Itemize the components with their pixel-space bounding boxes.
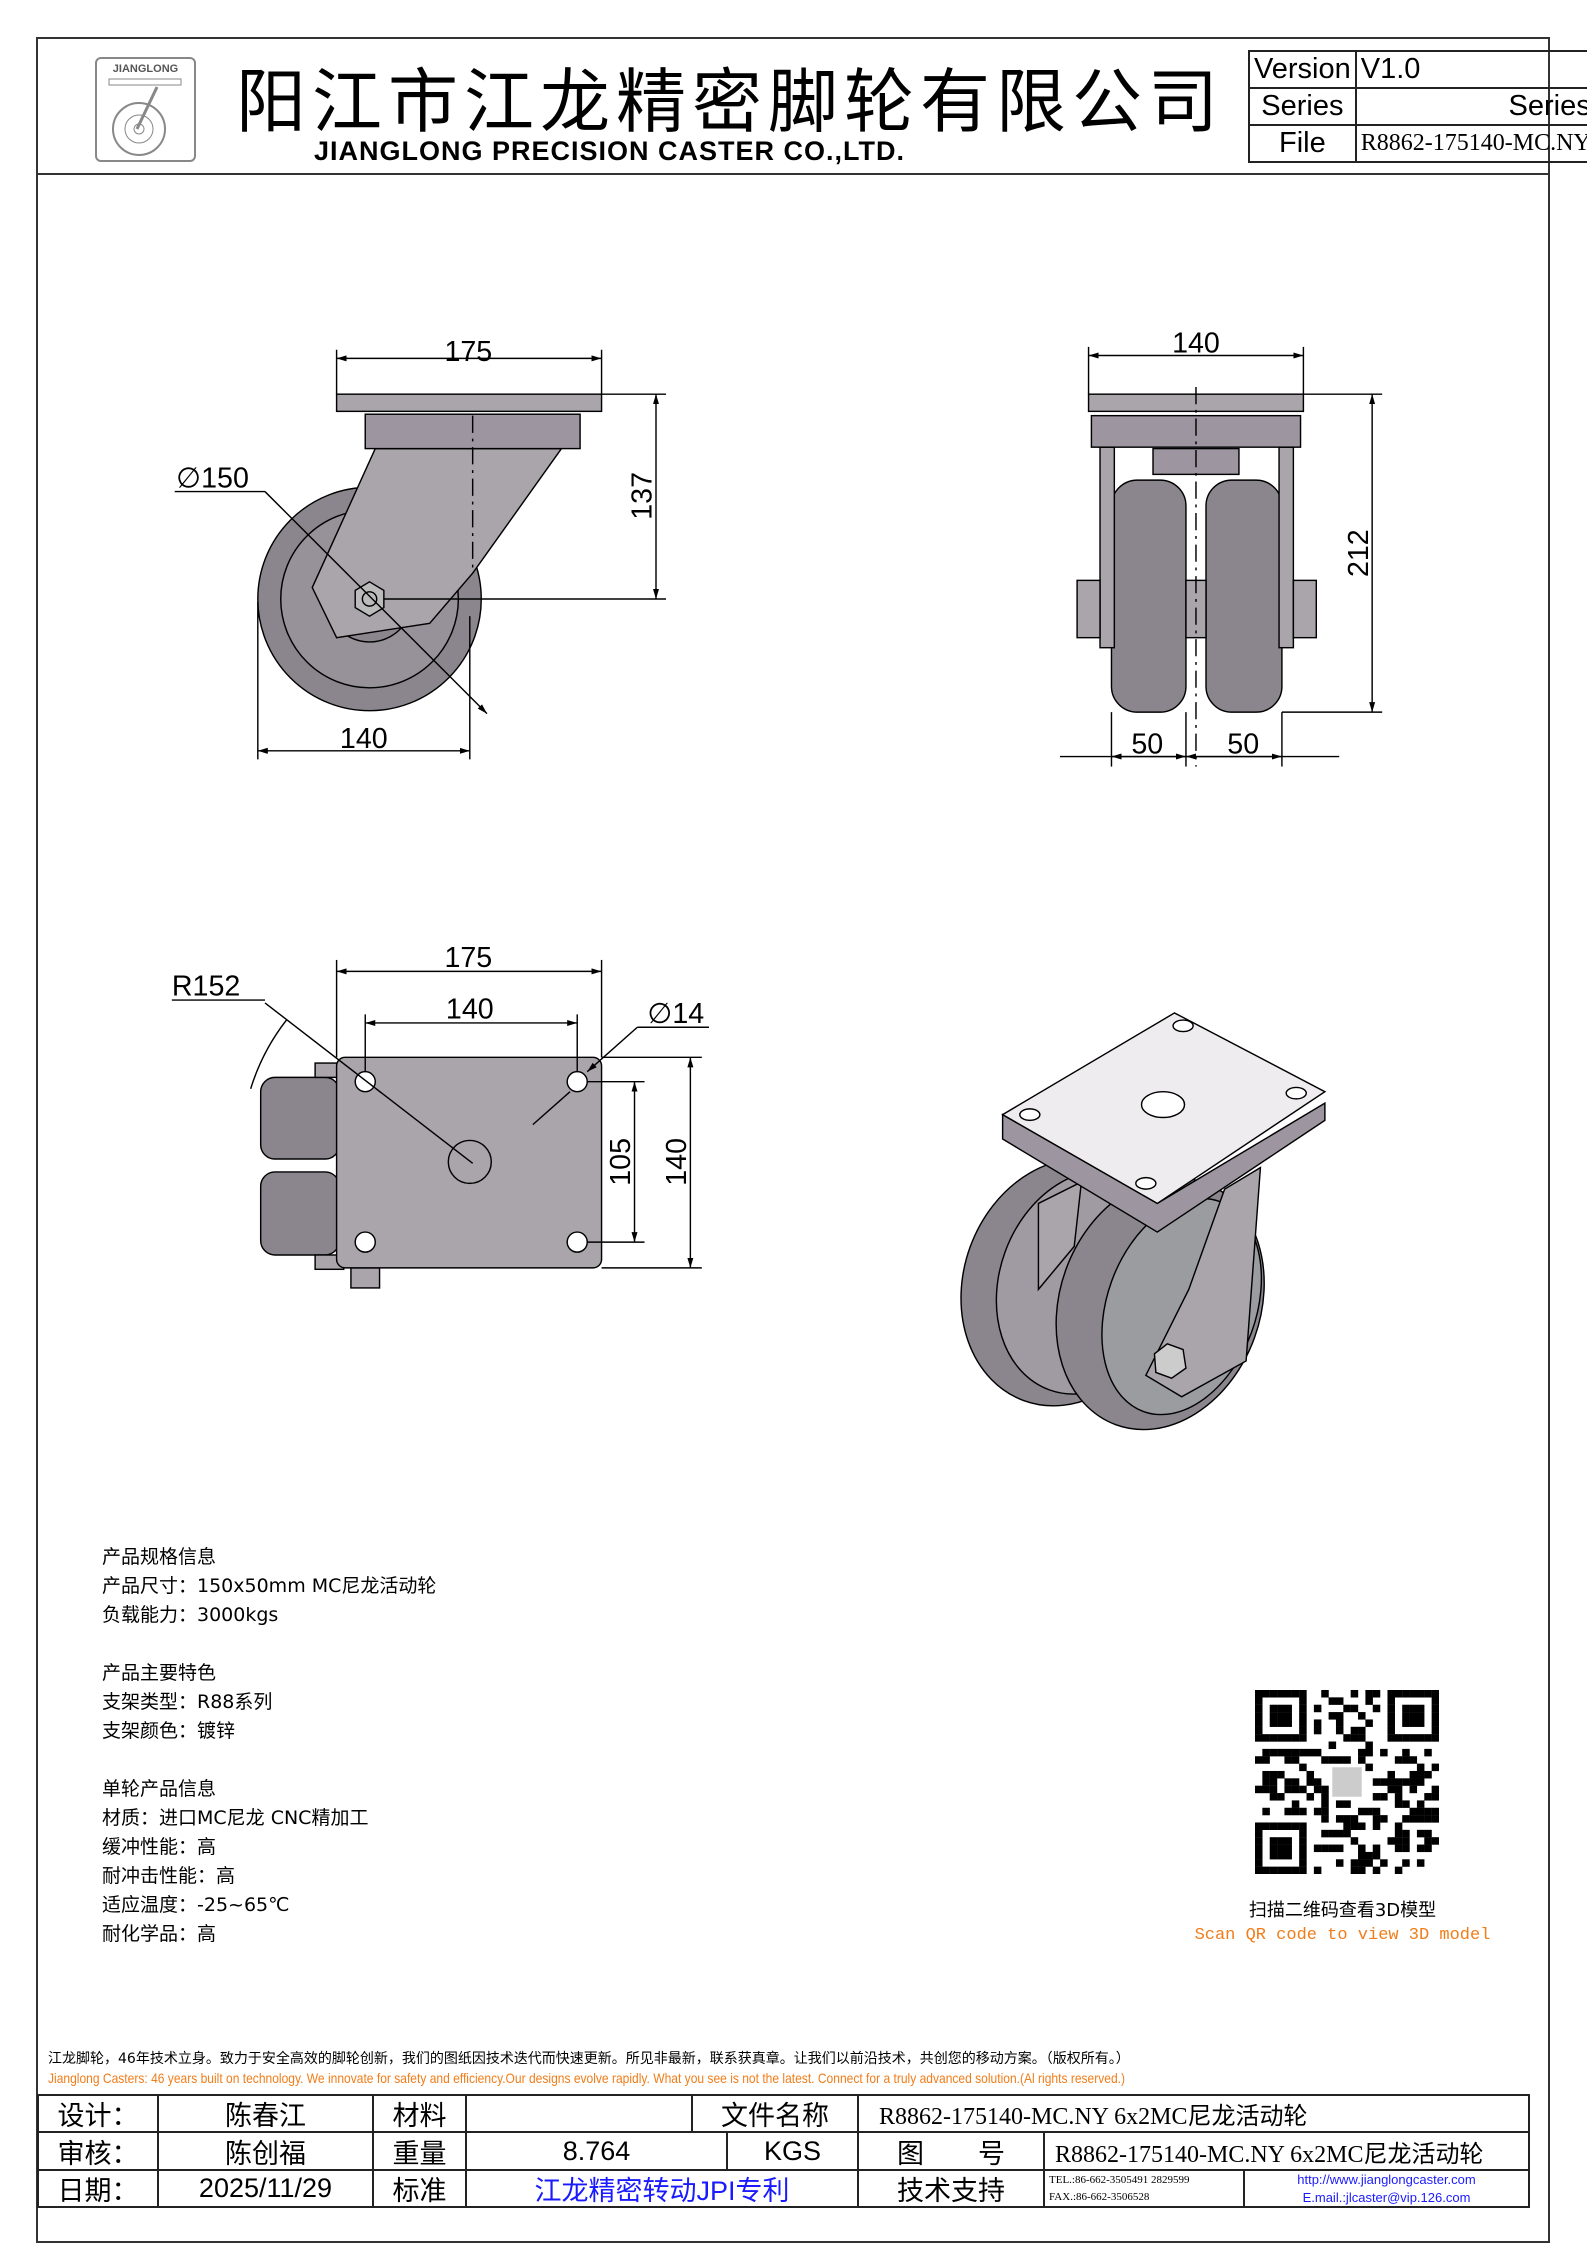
series-label: Series [1248,87,1357,126]
standard-value: 江龙精密转动JPI专利 [465,2169,859,2208]
design-label: 设计： [37,2094,159,2133]
designer-name: 陈春江 [157,2094,374,2133]
isometric-view [960,1012,1327,1431]
spec-group-title: 产品规格信息 [102,1546,217,1568]
support-label: 技术支持 [857,2169,1045,2208]
qr-code[interactable] [1255,1690,1439,1874]
material-label: 材料 [372,2094,467,2133]
dim-top-hole-diameter: ∅14 [647,998,704,1030]
filename-value: R8862-175140-MC.NY 6x2MC尼龙活动轮 [857,2094,1530,2133]
date-label: 日期： [37,2169,159,2208]
footer-notice-en: Jianglong Casters: 46 years built on tec… [48,2070,1126,2086]
dim-side-diameter: ∅150 [176,462,249,494]
dim-top-radius: R152 [172,971,240,1003]
company-name-en: JIANGLONG PRECISION CASTER CO.,LTD. [314,136,906,166]
qr-caption-cn: 扫描二维码查看3D模型 [1248,1900,1437,1921]
wheel-front-right [1205,479,1283,713]
axle-nut-icon [354,580,385,618]
fork-side [311,447,563,639]
review-label: 审核： [37,2131,159,2171]
spec-group-size: 产品规格信息 产品尺寸：150x50mm MC尼龙活动轮 负载能力：3000kg… [102,1543,436,1630]
header-divider [36,173,1550,175]
spec-group-features: 产品主要特色 支架类型：R88系列 支架颜色：镀锌 [102,1659,436,1746]
spec-line: 材质：进口MC尼龙 CNC精加工 [102,1807,369,1829]
qr-caption-en: Scan QR code to view 3D model [1194,1926,1491,1945]
top-view [171,959,709,1289]
file-value: R8862-175140-MC.NY [1354,124,1587,163]
company-logo: JIANGLONG [95,57,196,162]
dim-front-wheel-1: 50 [1131,729,1163,761]
standard-label: 标准 [372,2169,467,2208]
dim-front-width: 140 [1172,328,1220,360]
weight-label: 重量 [372,2131,467,2171]
dim-top-vertical-2: 140 [661,1138,693,1186]
drawing-number-value: R8862-175140-MC.NY 6x2MC尼龙活动轮 [1043,2131,1530,2171]
dim-side-height: 137 [627,472,659,520]
dim-front-wheel-2: 50 [1227,729,1259,761]
caster-logo-icon [108,78,182,156]
material-value [465,2094,693,2133]
iso-axle-nut-icon [1153,1342,1187,1379]
spec-line: 适应温度：-25~65℃ [102,1894,290,1916]
spec-line: 负载能力：3000kgs [102,1604,279,1626]
spec-line: 耐冲击性能：高 [102,1865,236,1887]
tel: TEL.:86-662-3505491 2829599 [1049,2173,1190,2186]
version-value: V1.0 [1354,50,1587,89]
version-label: Version [1248,50,1357,89]
dim-top-width: 175 [444,942,492,974]
email-link[interactable]: E.mail.:jlcaster@vip.126.com [1302,2189,1471,2205]
dim-front-height: 212 [1343,529,1375,577]
drawing-number-label: 图 号 [857,2131,1045,2171]
date-value: 2025/11/29 [157,2169,374,2208]
spec-line: 产品尺寸：150x50mm MC尼龙活动轮 [102,1575,437,1597]
contact-phone: TEL.:86-662-3505491 2829599 FAX.:86-662-… [1043,2169,1245,2208]
file-label: File [1248,124,1357,163]
logo-text: JIANGLONG [112,63,179,75]
dim-side-width: 175 [444,336,492,368]
top-plate-side [335,393,603,413]
spec-line: 缓冲性能：高 [102,1836,217,1858]
product-specs: 产品规格信息 产品尺寸：150x50mm MC尼龙活动轮 负载能力：3000kg… [102,1543,436,1978]
qr-center-image [1332,1767,1362,1797]
drawing-frame [36,37,1550,2243]
spec-line: 耐化学品：高 [102,1923,217,1945]
wheel-front-left [1110,479,1187,713]
dim-top-vertical-1: 105 [605,1138,637,1186]
dim-top-hole-span: 140 [446,994,494,1026]
side-view [174,349,667,760]
front-view [1059,346,1383,767]
spec-line: 支架颜色：镀锌 [102,1720,236,1742]
spec-line: 支架类型：R88系列 [102,1691,273,1713]
series-value: Series [1354,87,1587,126]
contact-web: http://www.jianglongcaster.com E.mail.:j… [1243,2169,1530,2208]
weight-unit: KGS [726,2131,859,2171]
spec-group-wheel: 单轮产品信息 材质：进口MC尼龙 CNC精加工 缓冲性能：高 耐冲击性能：高 适… [102,1775,436,1949]
filename-label: 文件名称 [691,2094,859,2133]
dim-side-base: 140 [340,723,388,755]
weight-value: 8.764 [465,2131,728,2171]
company-name-cn: 阳江市江龙精密脚轮有限公司 [236,61,1224,143]
reviewer-name: 陈创福 [157,2131,374,2171]
spec-group-title: 产品主要特色 [102,1662,217,1684]
footer-notice-cn: 江龙脚轮，46年技术立身。致力于安全高效的脚轮创新，我们的图纸因技术迭代而快速更… [48,2051,1130,2067]
website-link[interactable]: http://www.jianglongcaster.com [1297,2172,1476,2188]
spec-group-title: 单轮产品信息 [102,1778,217,1800]
fax: FAX.:86-662-3506528 [1049,2191,1150,2204]
